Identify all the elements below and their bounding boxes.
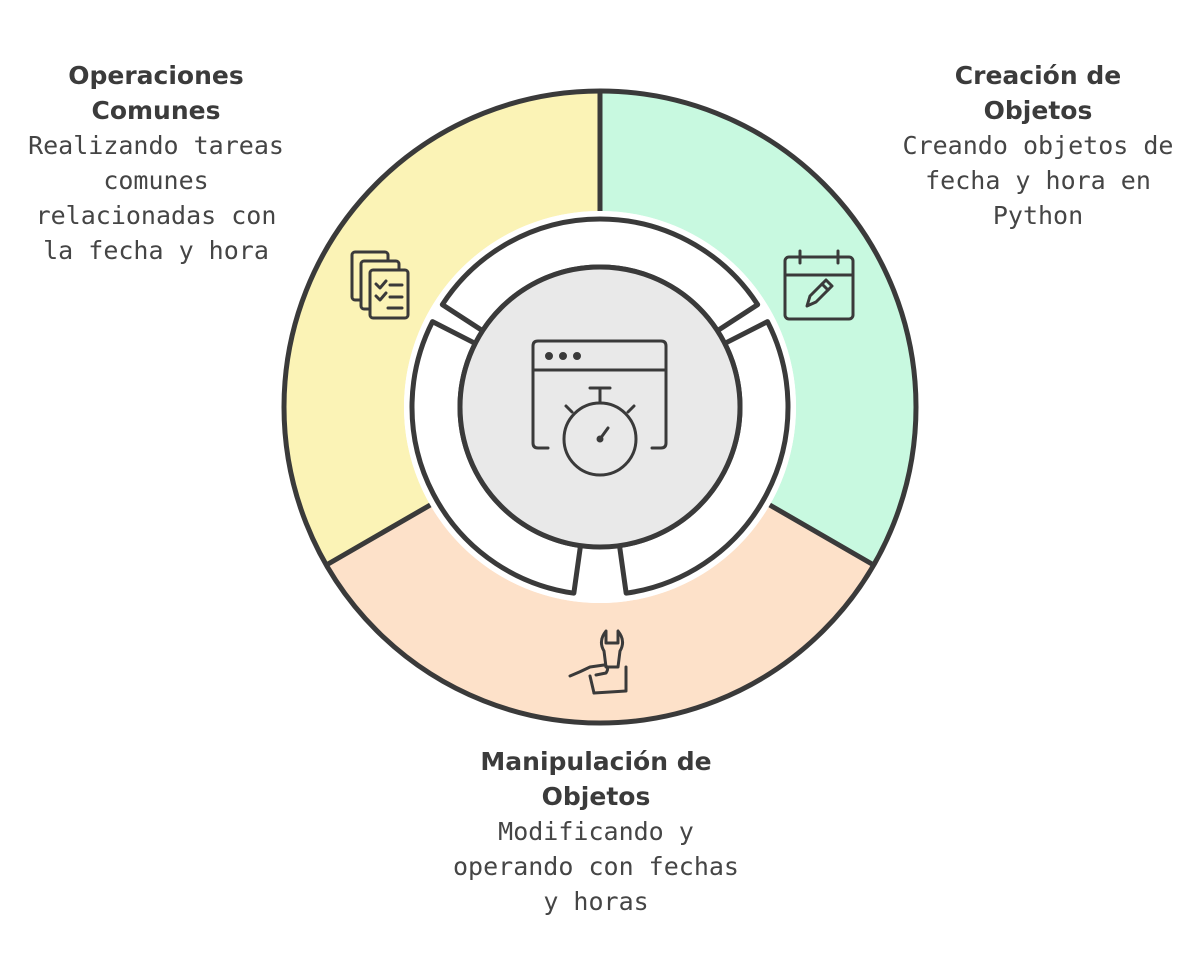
calendar-edit-icon xyxy=(783,249,855,321)
segment-description: Creando objetos de fecha y hora en Pytho… xyxy=(902,131,1174,230)
center-circle xyxy=(457,264,743,550)
segment-description: Realizando tareas comunes relacionadas c… xyxy=(28,131,284,265)
segment-manipulacion-objetos xyxy=(326,505,874,723)
segment-title: Creación de Objetos xyxy=(954,61,1122,125)
hand-wrench-icon xyxy=(568,629,628,695)
label-operaciones-comunes: Operaciones Comunes Realizando tareas co… xyxy=(20,58,292,268)
segment-operaciones-comunes xyxy=(284,91,600,565)
browser-stopwatch-icon xyxy=(531,339,668,477)
segment-creacion-objetos xyxy=(600,91,916,565)
label-creacion-objetos: Creación de Objetos Creando objetos de f… xyxy=(898,58,1178,233)
segment-title: Operaciones Comunes xyxy=(68,61,244,125)
divider-left xyxy=(325,502,432,568)
segment-description: Modificando y operando con fechas y hora… xyxy=(453,817,739,916)
segment-dividers xyxy=(325,91,875,568)
divider-right xyxy=(768,502,875,568)
documents-checklist-icon xyxy=(350,250,410,320)
segment-title: Manipulación de Objetos xyxy=(480,747,712,811)
label-manipulacion-objetos: Manipulación de Objetos Modificando y op… xyxy=(440,744,752,919)
